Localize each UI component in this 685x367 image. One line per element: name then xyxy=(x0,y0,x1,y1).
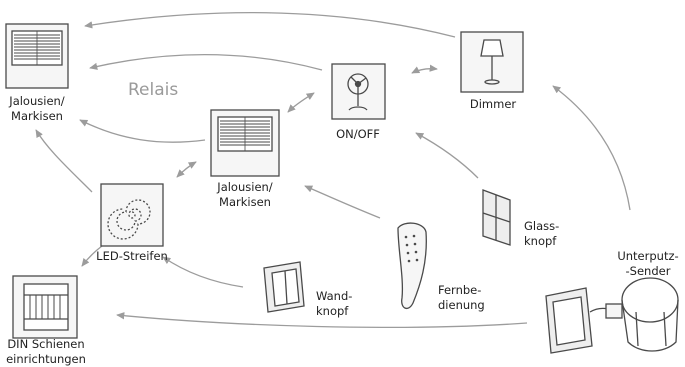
arrow-dimmer-onoff xyxy=(411,64,438,74)
label-dimmer: Dimmer xyxy=(469,97,517,111)
arrow-dimmer-to-jalousien-top xyxy=(84,11,456,38)
din-rail-icon xyxy=(12,275,78,339)
blind-icon xyxy=(210,109,280,177)
flush-transmitter-icon xyxy=(545,277,679,354)
label-fernbedienung: Fernbe- dienung xyxy=(438,283,485,312)
blind-icon xyxy=(5,23,69,89)
arrow-remote-to-jalousien-mid xyxy=(304,185,381,219)
label-led-streifen: LED-Streifen xyxy=(96,249,168,263)
arrow-led-to-din xyxy=(81,245,103,267)
remote-icon xyxy=(397,222,427,310)
arrow-onoff-to-jalousien-top xyxy=(89,54,323,71)
label-on-off: ON/OFF xyxy=(336,127,380,141)
arrow-transmitter-to-din xyxy=(116,312,528,329)
label-glassknopf: Glass- knopf xyxy=(524,219,560,248)
label-jalousien-markisen-top: Jalousien/ Markisen xyxy=(9,94,65,123)
led-spiral-icon xyxy=(100,183,164,247)
label-wandknopf: Wand- knopf xyxy=(316,289,353,318)
label-unterputz-sender: Unterputz- -Sender xyxy=(617,249,679,278)
arrow-onoff-jalousien-mid xyxy=(287,92,315,113)
lamp-icon xyxy=(460,31,524,93)
arrow-led-to-jalousien-top xyxy=(35,129,93,193)
fan-icon xyxy=(331,63,386,120)
arrow-jalousien-mid-to-jalousien-top xyxy=(79,119,206,143)
arrow-jalousien-mid-led xyxy=(176,161,197,178)
arrow-glass-to-onoff xyxy=(415,132,479,179)
label-relais: Relais xyxy=(128,80,179,100)
glass-switch-icon xyxy=(482,189,511,246)
wall-switch-icon xyxy=(263,261,305,313)
label-jalousien-markisen-mid: Jalousien/ Markisen xyxy=(217,180,273,209)
label-din-schienen: DIN Schienen einrichtungen xyxy=(6,337,86,366)
arrow-transmitter-to-dimmer xyxy=(552,85,631,211)
arrow-wall-to-led xyxy=(162,256,244,288)
